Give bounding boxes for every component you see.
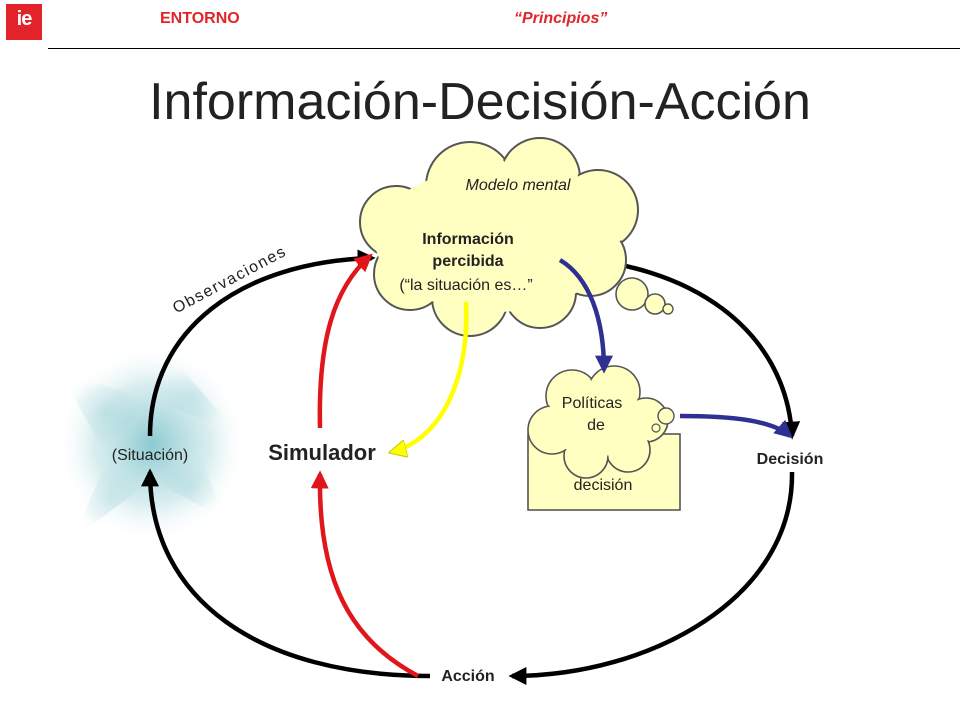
decision-policies-shape [527,365,681,511]
mental-model-label: Modelo mental [466,177,571,194]
header-section: ENTORNO [160,10,240,27]
observations-label: Observaciones [170,243,289,317]
action-label: Acción [441,668,494,685]
arrow-decision-to-action [508,471,795,685]
arrow-action-to-situation [141,468,431,679]
perceived-info-line1: Información [422,231,514,248]
header-topic: “Principios” [514,10,608,27]
arrow-action-to-simulator [310,470,420,678]
policies-line3: decisión [574,477,633,494]
page-title: Información-Decisión-Acción [149,73,811,131]
situation-label: (Situación) [112,447,188,464]
header-divider [48,48,960,49]
policies-line2: de [587,417,605,434]
simulator-label: Simulador [268,440,376,465]
brand-logo [6,4,42,40]
perceived-info-line3: (“la situación es…” [399,277,532,294]
arrow-policies-to-decision [679,413,793,439]
arrow-information-to-simulator [392,301,469,452]
arrow-information-to-policies [558,258,613,374]
situation-glow [56,344,248,544]
policies-line1: Políticas [562,395,622,412]
arrow-simulator-to-information [317,253,373,429]
arrow-observations [147,249,376,437]
decision-label: Decisión [757,451,824,468]
perceived-info-line2: percibida [432,253,503,270]
brand-logo-text: ie [16,8,33,30]
mental-model-cloud [359,137,674,337]
